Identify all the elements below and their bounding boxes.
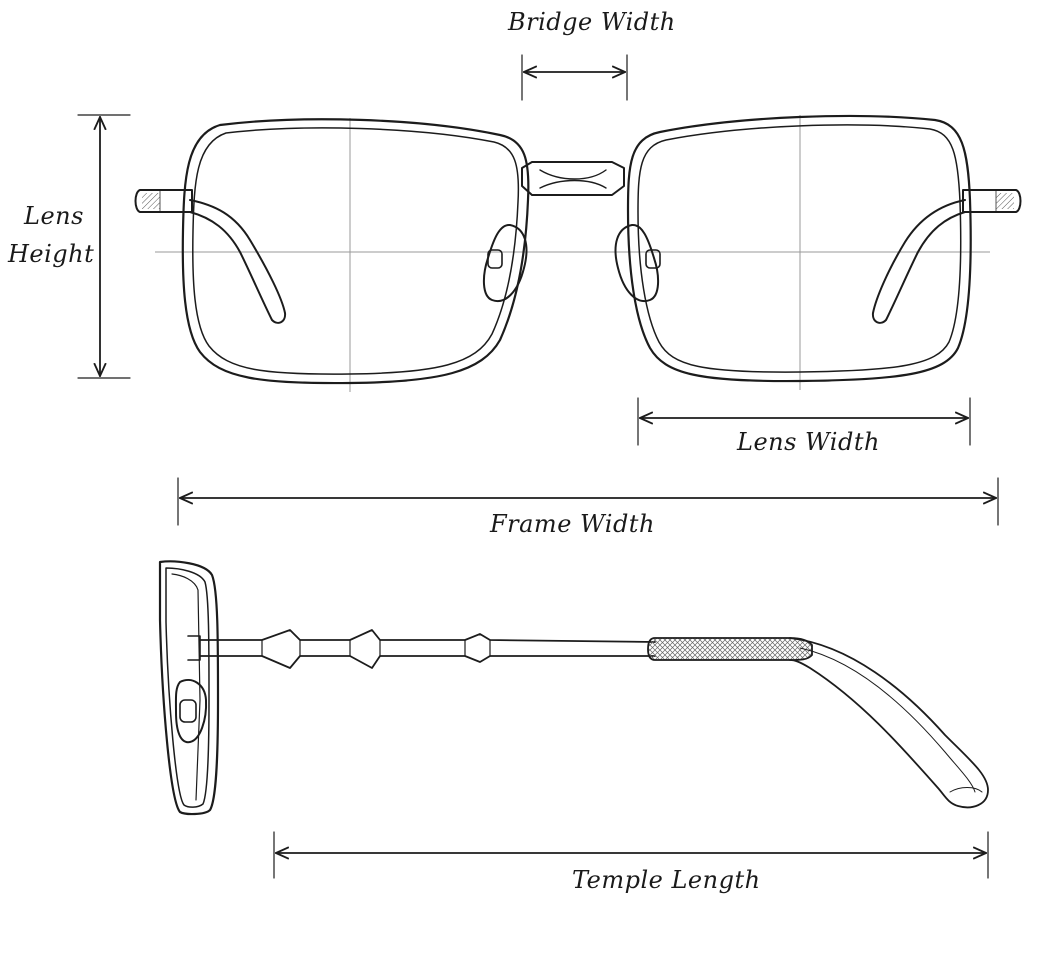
lens-width-label: Lens Width [737,428,880,456]
side-nose-pad [174,679,208,744]
lens-width-dimension [637,397,971,446]
bridge-width-label: Bridge Width [508,8,676,36]
temple-length-dimension [273,831,989,879]
left-temple-front [134,189,287,324]
frame-width-dimension [177,477,999,526]
side-view [158,560,989,816]
left-nose-pad [482,224,528,303]
lens-height-label-line2: Height [8,240,95,268]
bridge-width-dimension [521,54,628,101]
right-lens-rim [626,114,972,383]
lens-height-label-line1: Lens [24,202,84,230]
lens-center-guides [155,115,990,392]
right-temple-front [871,189,1022,324]
frame-width-label: Frame Width [490,510,655,538]
side-temple-arm [187,629,656,669]
side-temple-tip [647,637,989,809]
right-nose-pad [614,224,661,303]
left-lens-rim [181,118,530,385]
front-view [134,114,1022,392]
side-frame-front [158,560,220,816]
temple-length-label: Temple Length [572,866,761,894]
lens-height-dimension [77,114,131,379]
bridge [521,161,625,196]
